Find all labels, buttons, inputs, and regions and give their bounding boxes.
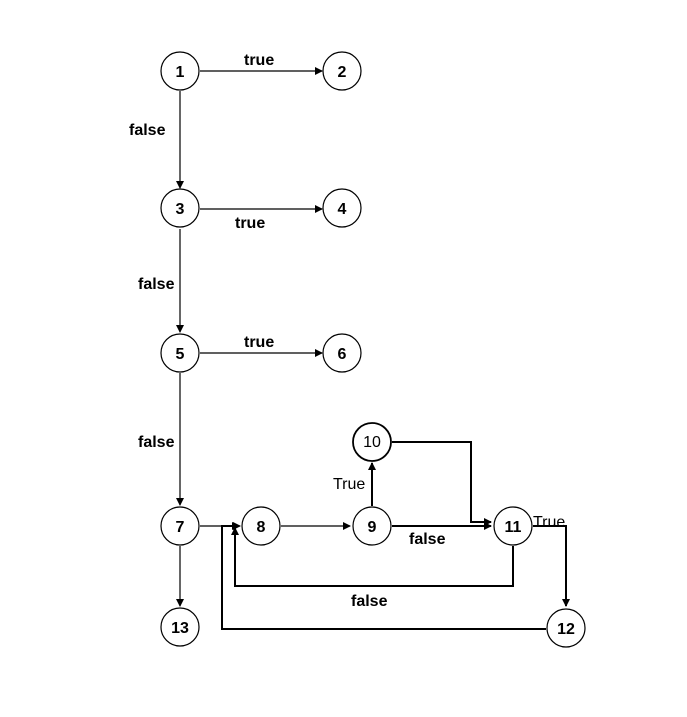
node-3: 3: [160, 188, 200, 228]
edge-label-9-10: True: [333, 476, 365, 493]
edge-label-1-2: true: [244, 52, 274, 69]
node-13-label: 13: [171, 620, 189, 637]
node-5-label: 5: [176, 346, 185, 363]
node-6-label: 6: [338, 346, 347, 363]
node-3-label: 3: [176, 201, 185, 218]
edge-label-1-3: false: [129, 122, 166, 139]
node-13: 13: [160, 607, 200, 647]
edge-11-8: [231, 527, 514, 587]
node-2: 2: [322, 51, 362, 91]
node-11-label: 11: [505, 519, 522, 536]
edge-12-8: [221, 522, 546, 630]
node-7: 7: [160, 506, 200, 546]
node-8: 8: [241, 506, 281, 546]
node-9-label: 9: [368, 519, 377, 536]
edge-label-11-12: True: [533, 514, 565, 531]
node-9: 9: [352, 506, 392, 546]
edge-11-12: [533, 525, 570, 607]
node-1: 1: [160, 51, 200, 91]
node-5: 5: [160, 333, 200, 373]
node-12-label: 12: [557, 621, 575, 638]
node-6: 6: [322, 333, 362, 373]
edge-label-5-6: true: [244, 334, 274, 351]
edge-label-9-11: false: [409, 531, 446, 548]
node-2-label: 2: [338, 64, 347, 81]
node-4-label: 4: [338, 201, 347, 218]
node-4: 4: [322, 188, 362, 228]
node-10-label: 10: [363, 434, 381, 451]
edge-label-11-8: false: [351, 593, 388, 610]
node-10: 10: [352, 422, 392, 462]
edge-label-3-4: true: [235, 215, 265, 232]
node-7-label: 7: [176, 519, 185, 536]
node-1-label: 1: [176, 64, 185, 81]
node-8-label: 8: [257, 519, 266, 536]
edge-label-5-7: false: [138, 434, 175, 451]
node-11: 11: [493, 506, 533, 546]
edge-10-11: [392, 441, 492, 526]
node-12: 12: [546, 608, 586, 648]
edge-label-3-5: false: [138, 276, 175, 293]
